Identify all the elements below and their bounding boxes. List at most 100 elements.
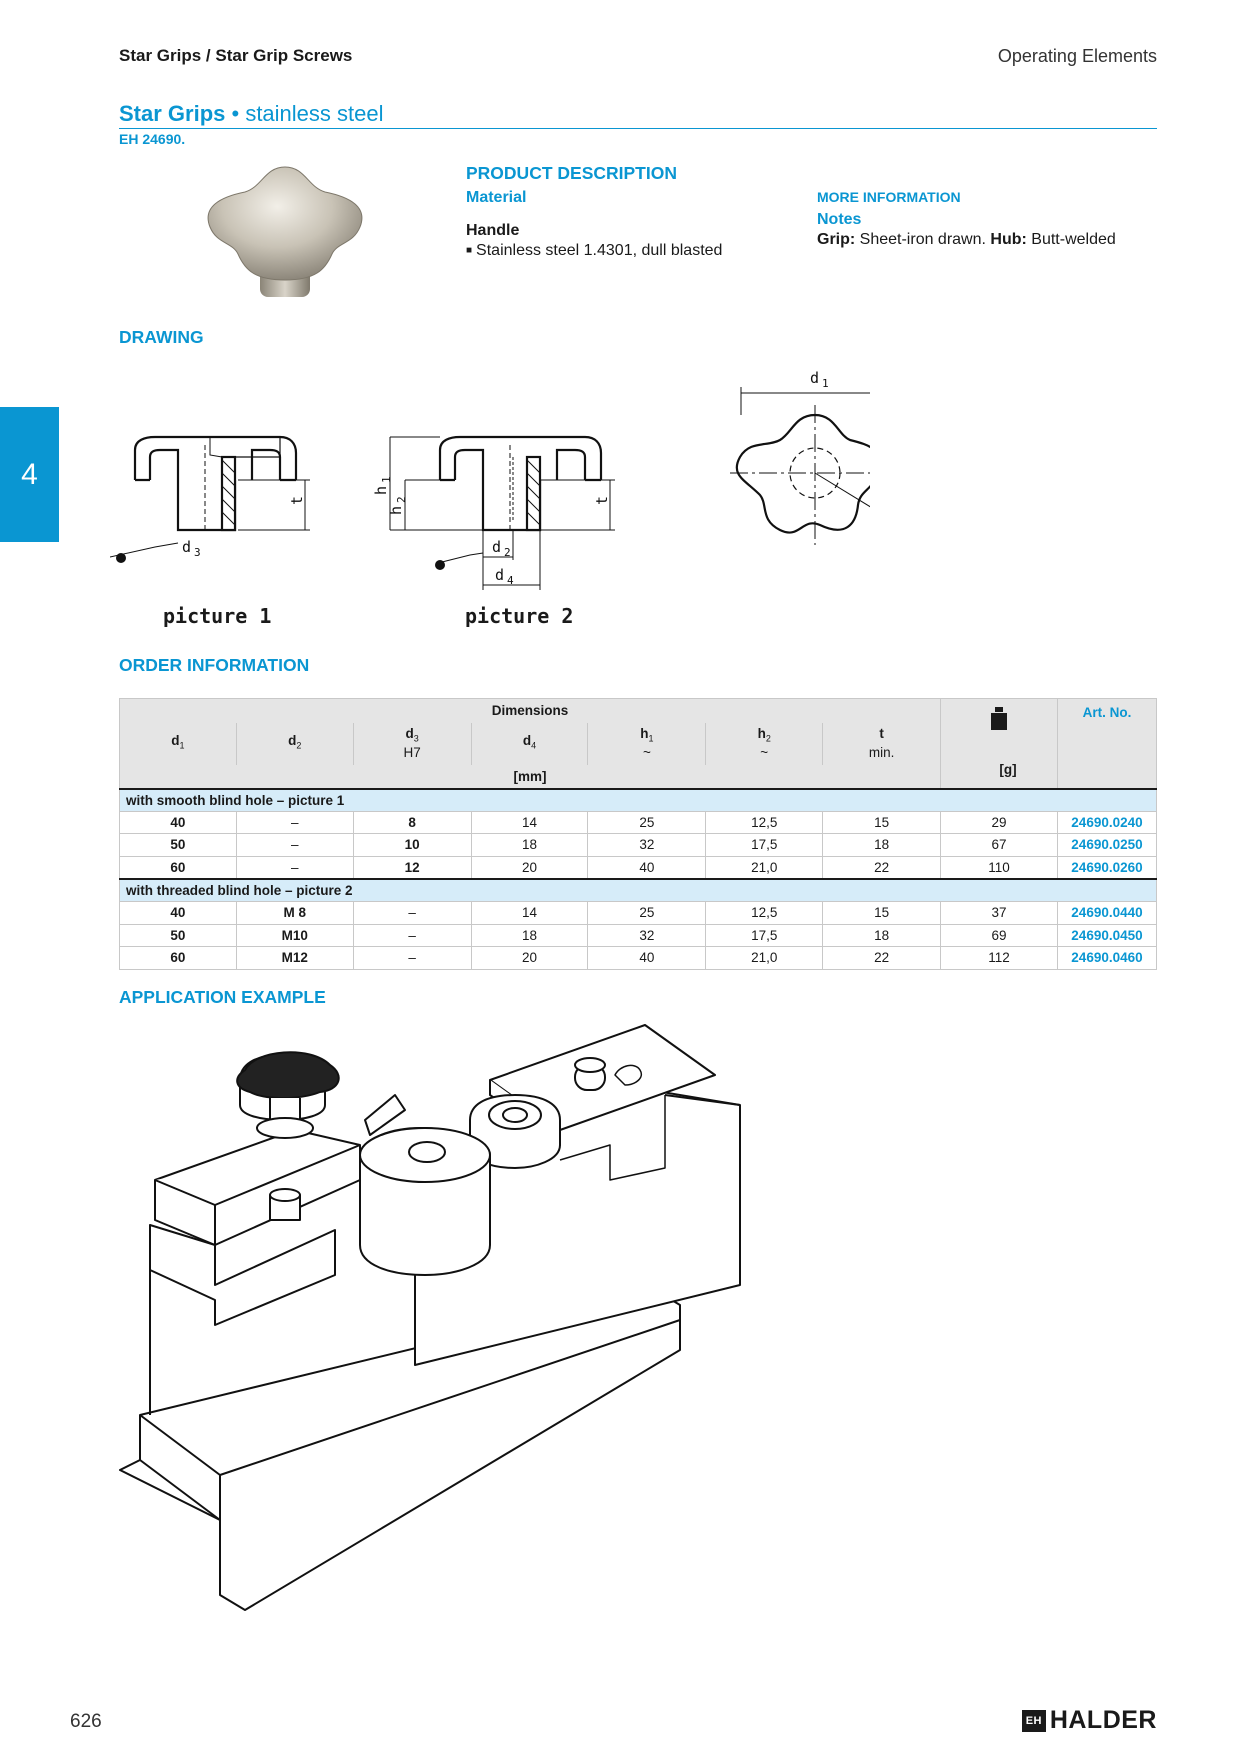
label-t-2: t [593,496,611,505]
column-header-name: d [288,733,297,749]
table-cell: M10 [235,923,354,948]
label-t-1: t [288,496,306,505]
group-row: with smooth blind hole – picture 1 [119,787,1157,812]
table-cell: 18 [470,923,589,948]
table-cell: 18 [822,833,942,857]
table-cell: 17,5 [705,833,824,857]
column-header-5: h2~ [705,722,824,765]
product-code: EH 24690. [119,131,186,147]
label-d2: d [492,538,501,556]
handle-item-text: Stainless steel 1.4301, dull blasted [476,242,723,259]
column-header-extra: H7 [403,744,421,760]
title-sub: stainless steel [245,101,384,126]
star-grip-photo [207,166,363,297]
table-cell: 32 [587,833,707,857]
label-d1-sub: 1 [822,377,829,390]
article-number-link[interactable]: 24690.0460 [1056,946,1158,970]
column-header-0: d1 [119,722,237,765]
column-header-name: t [879,726,884,742]
table-cell: 8 [352,810,472,835]
table-cell: 15 [822,810,942,835]
group-row: with threaded blind hole – picture 2 [119,877,1157,902]
column-header-1: d2 [235,722,354,765]
material-label: Material [466,189,527,206]
mm-header: [mm] [118,764,942,789]
notes-text: Grip: Sheet-iron drawn. Hub: Butt-welded [817,231,1116,249]
brand-name: HALDER [1049,1706,1157,1734]
column-header-name: d [522,733,532,749]
table-cell: 40 [119,810,237,835]
article-number-link[interactable]: 24690.0250 [1056,833,1158,857]
table-cell: 10 [352,833,472,857]
grip-label: Grip: [817,231,856,248]
article-number-link[interactable]: 24690.0260 [1056,855,1158,880]
brand-mark-icon: EH [1021,1709,1046,1732]
table-cell: 40 [587,855,707,880]
table-cell: 50 [119,923,237,948]
table-cell: – [235,833,354,857]
g-header: [g] [999,762,1017,777]
more-info-heading: MORE INFORMATION [817,189,961,205]
page-number: 626 [70,1711,102,1732]
application-example-heading: APPLICATION EXAMPLE [119,987,326,1007]
column-header-sub: 1 [179,740,185,751]
table-cell: 112 [940,946,1058,970]
article-number-link[interactable]: 24690.0240 [1056,810,1158,835]
column-header-sub: 3 [413,733,419,744]
column-header-name: h [640,726,649,742]
hub-text: Butt-welded [1026,231,1116,248]
table-cell: 32 [587,923,707,948]
table-cell: 69 [940,923,1058,948]
column-header-name: d [405,726,414,742]
chapter-tab[interactable]: 4 [0,407,59,542]
table-cell: 21,0 [705,946,824,970]
table-cell: – [352,900,472,925]
table-cell: 37 [940,900,1058,925]
label-h2: h [387,506,405,515]
table-cell: 25 [587,810,707,835]
drawing-heading: DRAWING [119,327,204,347]
table-cell: – [235,855,354,880]
dimensions-header: Dimensions [118,698,942,723]
column-header-sub: 4 [531,740,537,751]
label-d3-sub: 3 [194,546,201,559]
table-cell: 22 [822,946,942,970]
table-cell: 21,0 [705,855,824,880]
table-cell: 50 [119,833,237,857]
column-header-extra: min. [868,744,895,760]
weight-header [940,698,1058,789]
title-main: Star Grips [119,101,226,126]
table-cell: 12 [352,855,472,880]
table-cell: 60 [119,946,237,970]
label-h1-sub: 1 [380,476,393,483]
picture-2-label: picture 2 [465,604,574,628]
table-cell: 17,5 [705,923,824,948]
notes-label: Notes [817,211,862,228]
order-info-heading: ORDER INFORMATION [119,655,310,675]
article-number-link[interactable]: 24690.0450 [1056,923,1158,948]
page-title: Star Grips • stainless steel [119,101,384,127]
product-description-heading: PRODUCT DESCRIPTION [466,163,677,183]
table-cell: – [352,923,472,948]
table-cell: 60 [119,855,237,880]
label-h1: h [372,486,390,495]
table-cell: 20 [470,946,589,970]
table-cell: 25 [587,900,707,925]
group-title: with smooth blind hole – picture 1 [119,787,1157,812]
table-cell: 29 [940,810,1058,835]
label-d4: d [495,566,504,584]
label-d4-sub: 4 [507,574,514,587]
column-header-name: d [171,733,180,749]
column-header-name: h [757,726,766,742]
article-number-link[interactable]: 24690.0440 [1056,900,1158,925]
